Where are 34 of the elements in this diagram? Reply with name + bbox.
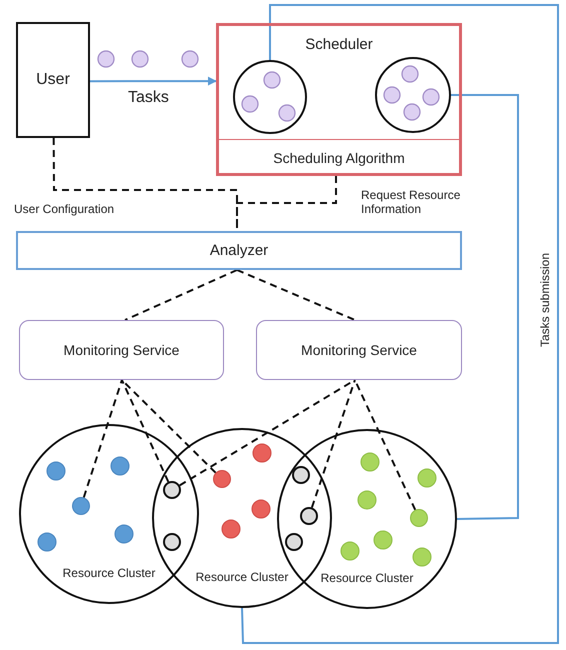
connector-line [82, 380, 123, 498]
resource-dot [300, 507, 318, 525]
edge-label: Tasks [128, 89, 169, 107]
node-label: Scheduling Algorithm [273, 150, 405, 166]
resource-dot [213, 470, 231, 488]
node-label: Scheduler [305, 36, 373, 53]
user-box [16, 22, 90, 138]
connector-line [310, 380, 356, 508]
node-label: User [36, 71, 70, 89]
node-label: Resource Cluster [196, 570, 288, 584]
rotated-label: Tasks submission [538, 252, 552, 348]
node-label: Monitoring Service [301, 342, 417, 358]
monitoring-service-box [256, 320, 462, 380]
node-label: Monitoring Service [64, 342, 180, 358]
queue-circle [233, 60, 307, 134]
node-label: Resource Cluster [62, 566, 156, 580]
node-label: Resource Cluster [320, 571, 414, 585]
monitoring-service-box [19, 320, 224, 380]
arrow [90, 76, 217, 86]
node-label: Analyzer [210, 242, 268, 259]
connector-line [236, 176, 337, 231]
analyzer-box [16, 231, 462, 270]
connector-line [451, 94, 519, 520]
connector-line [241, 4, 559, 644]
edge-label: User Configuration [14, 202, 114, 216]
queue-circle [375, 57, 451, 133]
edge-label: Request Resource Information [361, 188, 462, 217]
resource-dot [410, 509, 428, 527]
connector-line [121, 380, 170, 482]
connector-line [236, 269, 356, 321]
connector-line [124, 269, 238, 321]
scheduler-box [216, 23, 462, 176]
resource-dot [72, 497, 90, 515]
resource-dot [163, 481, 181, 499]
